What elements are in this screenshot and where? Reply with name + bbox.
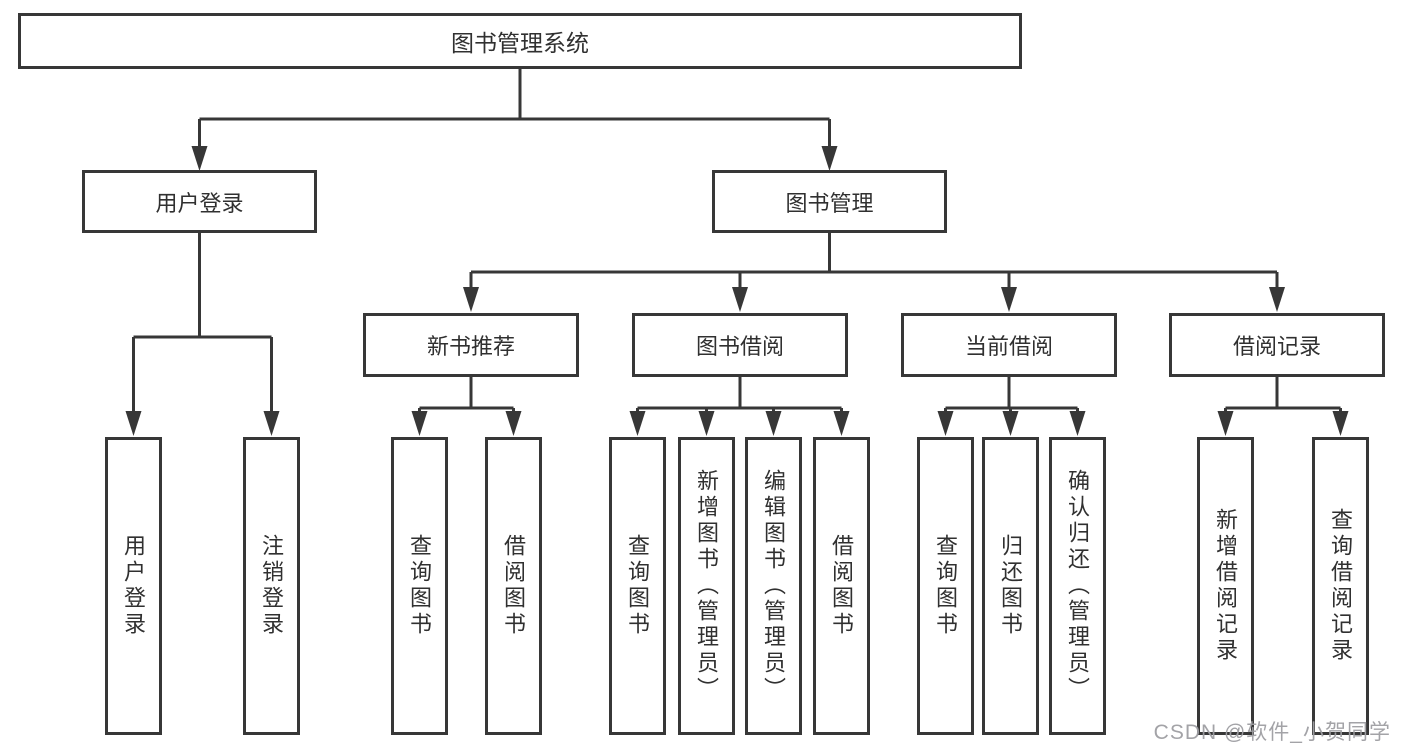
leaf-edit-book-admin: 编辑图书（管理员） bbox=[745, 437, 802, 735]
leaf-user-login: 用户登录 bbox=[105, 437, 162, 735]
csdn-watermark: CSDN @软件_小贺同学 bbox=[1153, 721, 1391, 744]
node-user-login: 用户登录 bbox=[82, 170, 317, 233]
leaf-borrow-books-recommend: 借阅图书 bbox=[485, 437, 542, 735]
leaf-query-borrow-record: 查询借阅记录 bbox=[1312, 437, 1369, 735]
leaf-add-borrow-record: 新增借阅记录 bbox=[1197, 437, 1254, 735]
leaf-borrow-books-borrow: 借阅图书 bbox=[813, 437, 870, 735]
node-new-book-recommend: 新书推荐 bbox=[363, 313, 579, 377]
node-book-borrow: 图书借阅 bbox=[632, 313, 848, 377]
leaf-query-books-borrow: 查询图书 bbox=[609, 437, 666, 735]
leaf-logout: 注销登录 bbox=[243, 437, 300, 735]
leaf-query-books-recommend: 查询图书 bbox=[391, 437, 448, 735]
leaf-return-book: 归还图书 bbox=[982, 437, 1039, 735]
node-borrow-records: 借阅记录 bbox=[1169, 313, 1385, 377]
node-book-management: 图书管理 bbox=[712, 170, 947, 233]
arrowheads bbox=[125, 146, 1349, 436]
node-root-system: 图书管理系统 bbox=[18, 13, 1022, 69]
node-current-borrow: 当前借阅 bbox=[901, 313, 1117, 377]
leaf-confirm-return-admin: 确认归还（管理员） bbox=[1049, 437, 1106, 735]
leaf-add-book-admin: 新增图书（管理员） bbox=[678, 437, 735, 735]
leaf-query-books-current: 查询图书 bbox=[917, 437, 974, 735]
